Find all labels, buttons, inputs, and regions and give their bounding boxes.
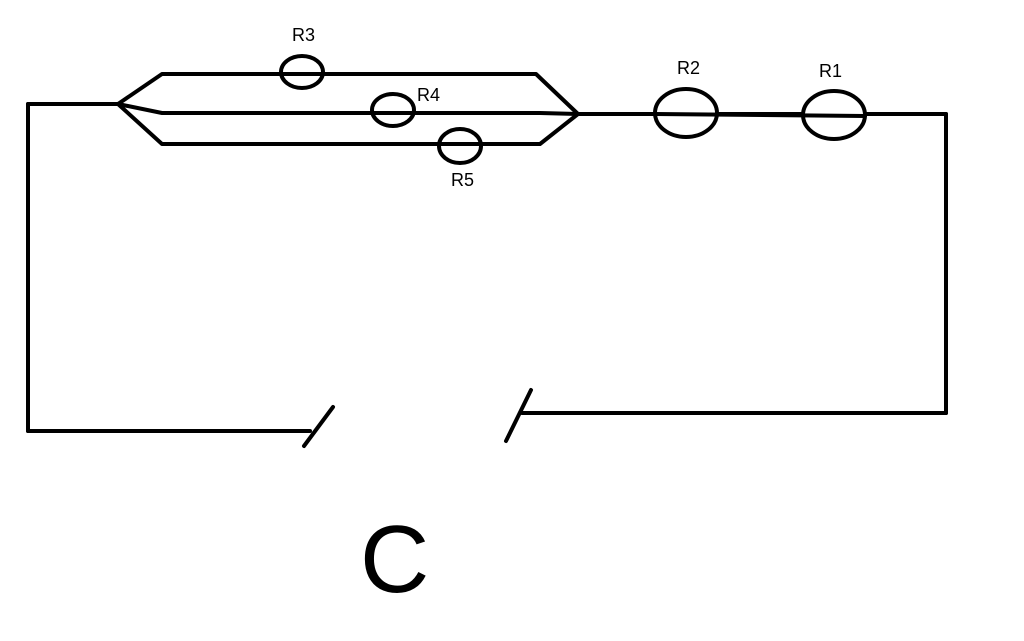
branch-middle (116, 102, 580, 116)
label-r5: R5 (451, 170, 474, 190)
branch-top (116, 72, 580, 116)
label-r2: R2 (677, 58, 700, 78)
label-r4: R4 (417, 85, 440, 105)
branch-bottom (116, 102, 580, 146)
gap-tick-right (504, 388, 533, 443)
resistor-r4 (370, 92, 416, 128)
label-r1: R1 (819, 61, 842, 81)
gap-tick-left (302, 405, 335, 448)
gap-label: C (360, 506, 429, 613)
label-r3: R3 (292, 25, 315, 45)
wire-through-r2-r1 (653, 112, 867, 118)
